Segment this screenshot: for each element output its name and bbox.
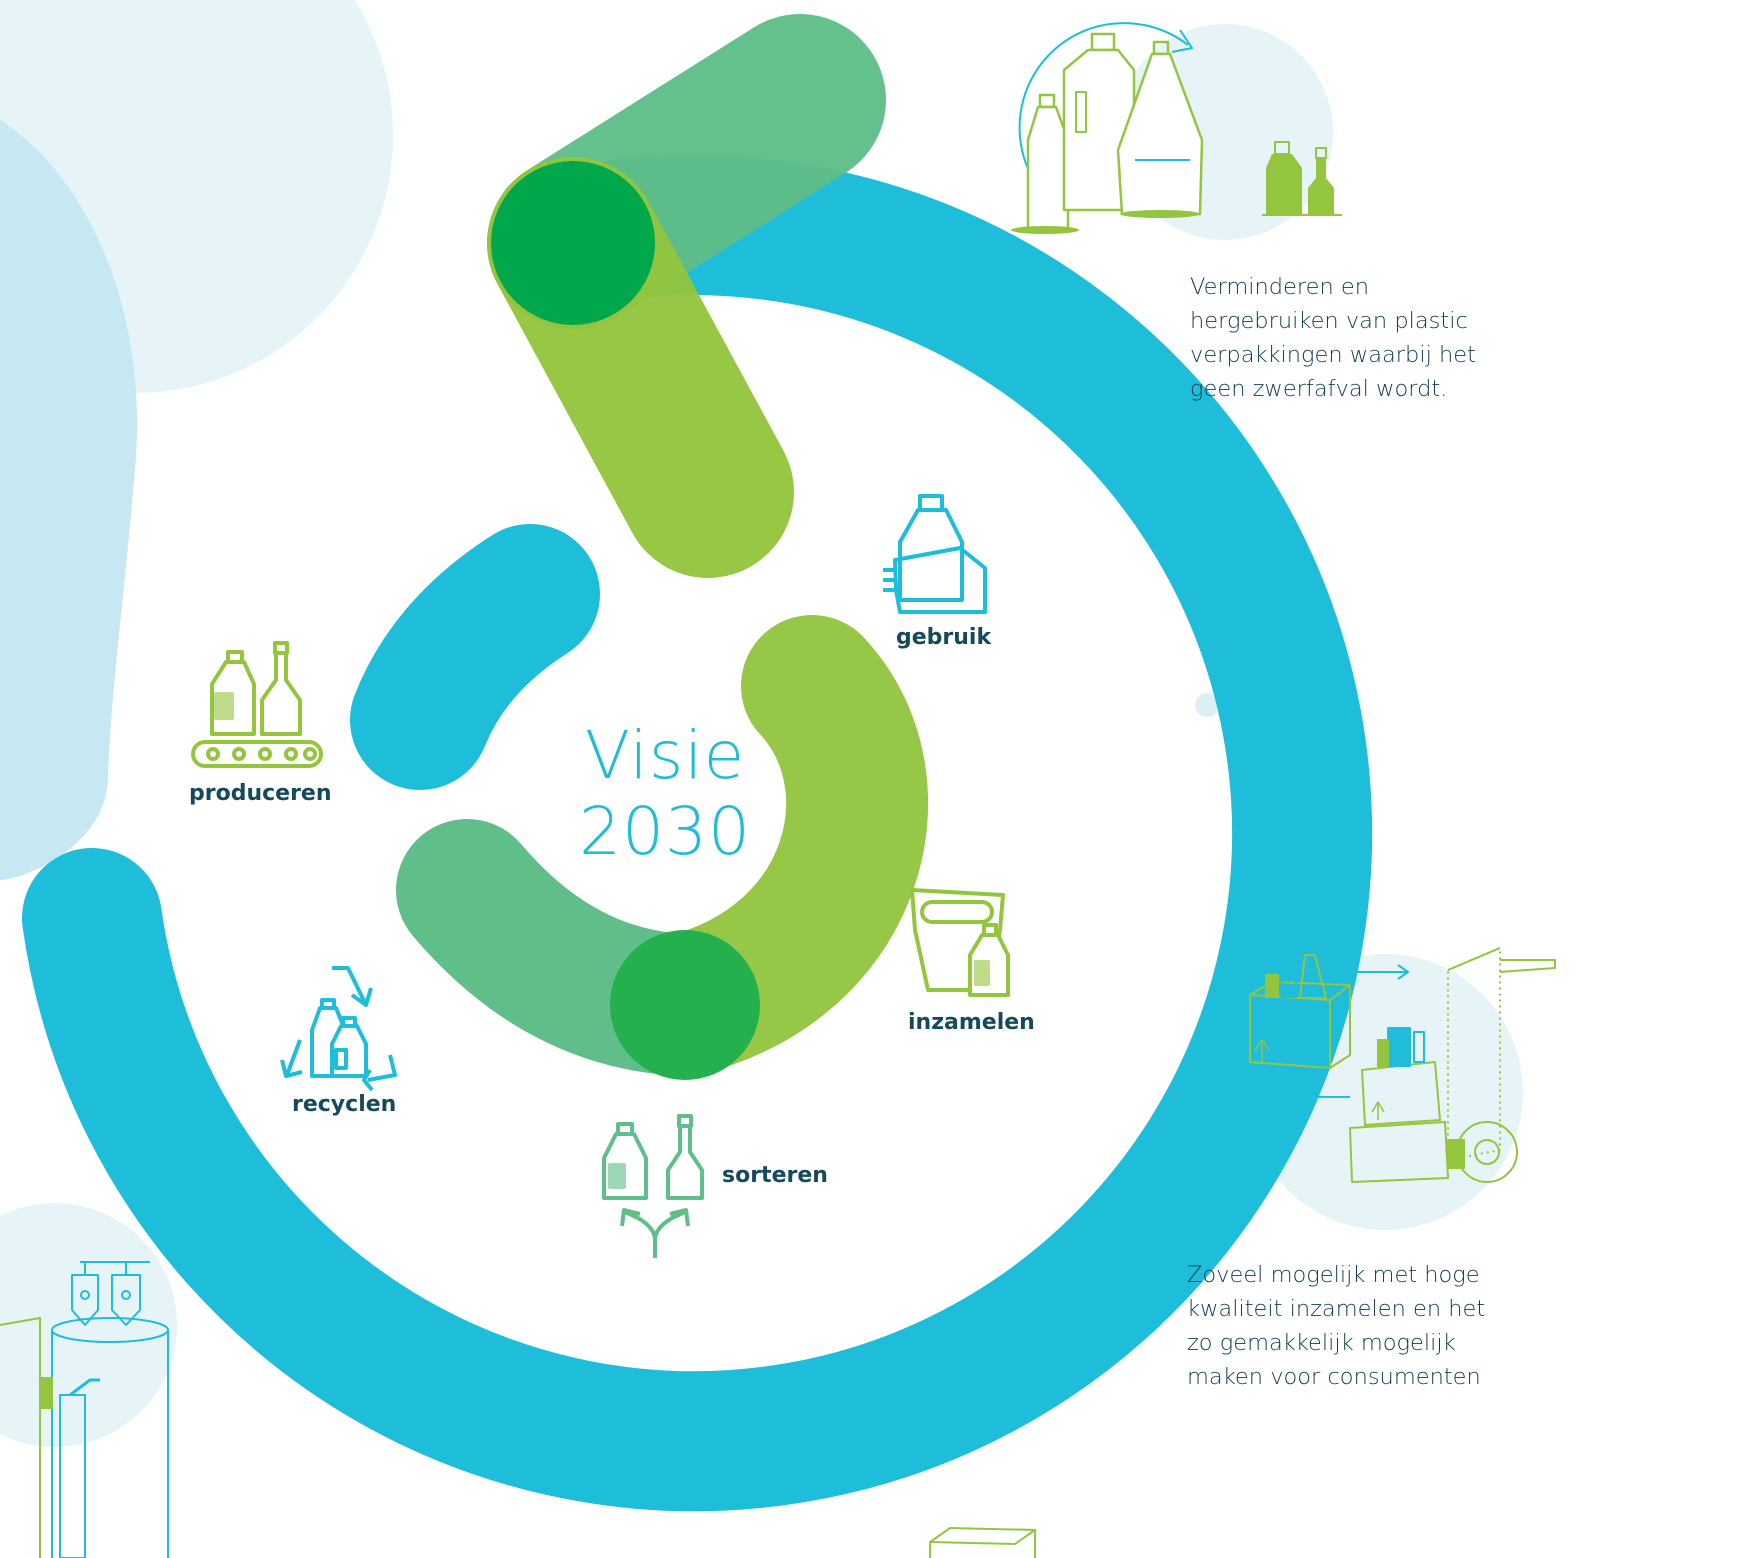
title-line-1: Visie <box>584 717 746 794</box>
label-inzamelen: inzamelen <box>908 1010 1035 1035</box>
note-collect-line: zo gemakkelijk mogelijk <box>1187 1330 1456 1356</box>
outer-blue-arc <box>22 155 1373 1512</box>
note-reduce-line: verpakkingen waarbij het <box>1190 342 1476 368</box>
note-reduce-line: geen zwerfafval wordt. <box>1190 376 1448 402</box>
title-line-2: 2030 <box>579 793 751 870</box>
bg-dot <box>1195 693 1219 717</box>
box-fragment-bottom <box>929 1526 1036 1558</box>
diagram-title: Visie 2030 <box>560 718 770 870</box>
gebruik-icon <box>883 494 987 614</box>
label-produceren: produceren <box>189 781 332 806</box>
label-gebruik: gebruik <box>896 625 992 650</box>
recyclen-icon <box>280 966 397 1092</box>
sorteren-icon <box>602 1114 704 1258</box>
inner-blue-arc <box>350 524 600 790</box>
factory-illustration <box>0 1261 169 1558</box>
inzamelen-icon <box>910 888 1010 997</box>
note-collect: Zoveel mogelijk met hoge kwaliteit inzam… <box>1187 1258 1517 1394</box>
reuse-bottles-illustration <box>1011 22 1342 234</box>
label-recyclen: recyclen <box>292 1092 397 1117</box>
note-collect-line: kwaliteit inzamelen en het <box>1187 1296 1486 1322</box>
bg-blob-left <box>0 120 138 880</box>
bg-circle-factory <box>0 1203 177 1447</box>
note-reduce-line: hergebruiken van plastic <box>1190 308 1468 334</box>
note-reduce: Verminderen en hergebruiken van plastic … <box>1190 270 1520 406</box>
green-joint <box>491 161 655 325</box>
label-sorteren: sorteren <box>722 1163 828 1188</box>
inner-green-joint <box>610 930 760 1080</box>
produceren-icon <box>191 641 323 768</box>
collection-boxes-illustration <box>1249 947 1556 1183</box>
note-collect-line: maken voor consumenten <box>1187 1364 1481 1390</box>
note-reduce-line: Verminderen en <box>1190 274 1370 300</box>
note-collect-line: Zoveel mogelijk met hoge <box>1187 1262 1480 1288</box>
